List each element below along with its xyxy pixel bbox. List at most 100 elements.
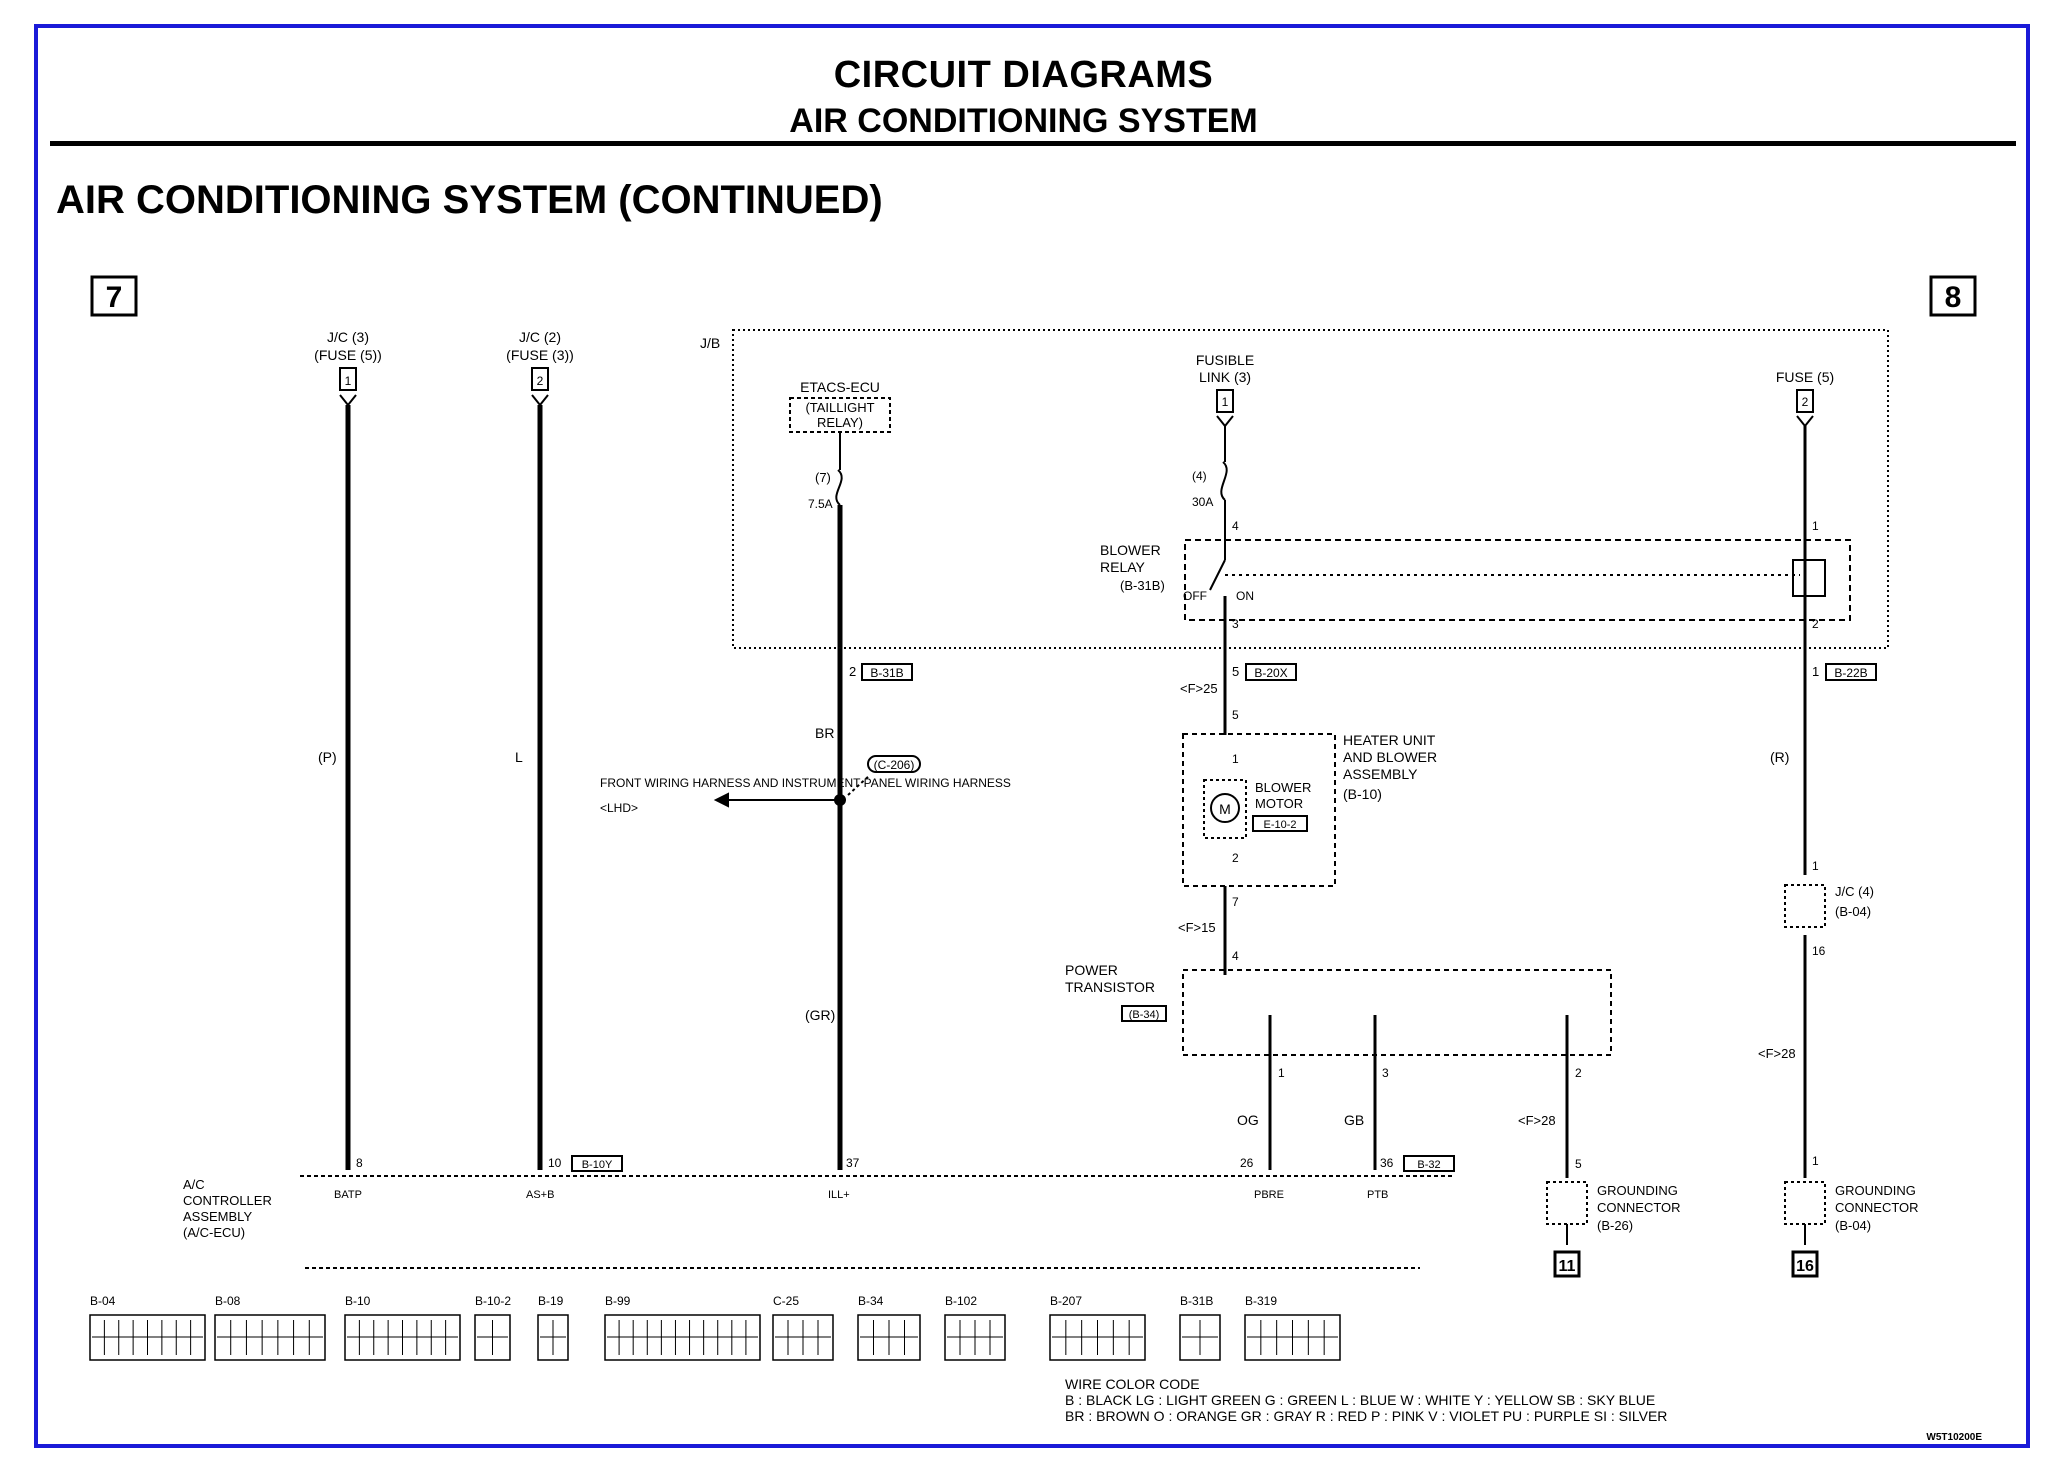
svg-text:CONTROLLER: CONTROLLER bbox=[183, 1193, 272, 1208]
svg-text:B-10Y: B-10Y bbox=[582, 1159, 613, 1171]
connector-label: B-99 bbox=[605, 1294, 631, 1308]
connector-pinout-box bbox=[537, 1314, 569, 1361]
svg-text:ASSEMBLY: ASSEMBLY bbox=[1343, 766, 1418, 782]
power-transistor: POWER TRANSISTOR (B-34) 1 3 2 OG GB <F>2… bbox=[1065, 962, 1612, 1178]
svg-text:M: M bbox=[1219, 801, 1231, 817]
svg-text:AS+B: AS+B bbox=[526, 1189, 554, 1201]
connector-label: B-207 bbox=[1050, 1294, 1082, 1308]
wire-color-code: WIRE COLOR CODE B : BLACK LG : LIGHT GRE… bbox=[1065, 1376, 1982, 1443]
svg-text:8: 8 bbox=[356, 1156, 363, 1170]
svg-text:5: 5 bbox=[1232, 664, 1239, 679]
svg-text:B-31B: B-31B bbox=[870, 666, 903, 680]
svg-text:ILL+: ILL+ bbox=[828, 1189, 850, 1201]
svg-text:POWER: POWER bbox=[1065, 962, 1118, 978]
connector-pinout-box bbox=[1244, 1314, 1341, 1361]
svg-text:2: 2 bbox=[1232, 851, 1239, 865]
svg-text:CONNECTOR: CONNECTOR bbox=[1597, 1200, 1681, 1215]
page-frame bbox=[34, 24, 2030, 1448]
svg-text:<F>25: <F>25 bbox=[1180, 681, 1218, 696]
svg-text:<F>28: <F>28 bbox=[1518, 1113, 1556, 1128]
wire-l: L bbox=[515, 749, 523, 765]
svg-text:<LHD>: <LHD> bbox=[600, 801, 638, 815]
connector-pinout-box bbox=[1049, 1314, 1146, 1361]
svg-text:A/C: A/C bbox=[183, 1177, 205, 1192]
svg-text:<F>15: <F>15 bbox=[1178, 920, 1216, 935]
svg-text:<F>28: <F>28 bbox=[1758, 1046, 1796, 1061]
svg-text:(FUSE (5)): (FUSE (5)) bbox=[314, 347, 382, 363]
section-title: AIR CONDITIONING SYSTEM (CONTINUED) bbox=[56, 178, 883, 222]
connector-label: B-102 bbox=[945, 1294, 977, 1308]
jc3-fuse: J/C (3) (FUSE (5)) 1 (P) bbox=[314, 329, 382, 1170]
svg-text:BR : BROWN O : ORANGE GR :: BR : BROWN O : ORANGE GR : GRAY R : RED … bbox=[1065, 1408, 1667, 1424]
svg-text:26: 26 bbox=[1240, 1156, 1254, 1170]
svg-text:LINK (3): LINK (3) bbox=[1199, 369, 1251, 385]
svg-text:16: 16 bbox=[1812, 944, 1826, 958]
grounding-connector-2: GROUNDING CONNECTOR (B-04) 16 bbox=[1784, 1181, 1919, 1278]
svg-text:RELAY): RELAY) bbox=[817, 415, 863, 430]
connector-pinout-box bbox=[214, 1314, 326, 1361]
svg-text:HEATER UNIT: HEATER UNIT bbox=[1343, 732, 1436, 748]
svg-text:BR: BR bbox=[815, 725, 834, 741]
svg-text:7.5A: 7.5A bbox=[808, 497, 833, 511]
svg-text:B : BLACK LG : LIGHT GREEN: B : BLACK LG : LIGHT GREEN G : GREEN L :… bbox=[1065, 1392, 1655, 1408]
connector-pinout-box bbox=[857, 1314, 921, 1361]
connector-pinout-box bbox=[344, 1314, 461, 1361]
connector-pinout-box bbox=[944, 1314, 1006, 1361]
svg-text:(B-04): (B-04) bbox=[1835, 904, 1871, 919]
svg-text:OFF: OFF bbox=[1183, 589, 1207, 603]
svg-text:8: 8 bbox=[1945, 281, 1962, 314]
svg-text:BLOWER: BLOWER bbox=[1255, 780, 1311, 795]
svg-text:PBRE: PBRE bbox=[1254, 1189, 1284, 1201]
connector-label: B-31B bbox=[1180, 1294, 1213, 1308]
connector-label: B-08 bbox=[215, 1294, 241, 1308]
svg-text:36: 36 bbox=[1380, 1156, 1394, 1170]
svg-text:ETACS-ECU: ETACS-ECU bbox=[800, 379, 880, 395]
page-ref-right[interactable]: 8 bbox=[1929, 275, 1977, 317]
svg-text:5: 5 bbox=[1575, 1157, 1582, 1171]
svg-text:TRANSISTOR: TRANSISTOR bbox=[1065, 979, 1155, 995]
jb-label: J/B bbox=[700, 335, 720, 351]
svg-text:1: 1 bbox=[1812, 664, 1819, 679]
svg-text:1: 1 bbox=[1812, 519, 1819, 533]
svg-text:2: 2 bbox=[1812, 617, 1819, 631]
jc2-fuse: J/C (2) (FUSE (3)) 2 L bbox=[506, 329, 574, 1170]
svg-text:(A/C-ECU): (A/C-ECU) bbox=[183, 1225, 245, 1240]
svg-text:(C-206): (C-206) bbox=[874, 758, 915, 772]
svg-text:BLOWER: BLOWER bbox=[1100, 542, 1161, 558]
header-title: CIRCUIT DIAGRAMS bbox=[833, 54, 1214, 96]
connector-label: B-10 bbox=[345, 1294, 371, 1308]
jb-box bbox=[732, 329, 1889, 649]
svg-text:(R): (R) bbox=[1770, 749, 1789, 765]
svg-text:J/C (3): J/C (3) bbox=[327, 329, 369, 345]
svg-text:AND BLOWER: AND BLOWER bbox=[1343, 749, 1437, 765]
svg-text:(B-10): (B-10) bbox=[1343, 786, 1382, 802]
svg-text:J/C (2): J/C (2) bbox=[519, 329, 561, 345]
svg-text:WIRE COLOR CODE: WIRE COLOR CODE bbox=[1065, 1376, 1200, 1392]
svg-text:2: 2 bbox=[1575, 1066, 1582, 1080]
svg-text:B-32: B-32 bbox=[1417, 1159, 1440, 1171]
connector-label: B-19 bbox=[538, 1294, 564, 1308]
svg-text:(B-26): (B-26) bbox=[1597, 1218, 1633, 1233]
blower-relay: BLOWER RELAY (B-31B) OFF ON 3 1 2 bbox=[1100, 519, 1851, 650]
svg-text:RELAY: RELAY bbox=[1100, 559, 1146, 575]
connector-pinout-box bbox=[604, 1314, 761, 1361]
svg-text:(B-04): (B-04) bbox=[1835, 1218, 1871, 1233]
svg-text:1: 1 bbox=[1222, 395, 1229, 409]
fusible-link-branch: FUSIBLE LINK (3) 1 (4) 30A 4 bbox=[1192, 352, 1254, 545]
svg-text:OG: OG bbox=[1237, 1112, 1259, 1128]
etacs-branch: ETACS-ECU (TAILLIGHT RELAY) (7) 7.5A 2 B… bbox=[600, 379, 1011, 1170]
svg-text:GROUNDING: GROUNDING bbox=[1597, 1183, 1678, 1198]
page-ref-left[interactable]: 7 bbox=[90, 275, 138, 317]
wire-p: (P) bbox=[318, 749, 337, 765]
svg-text:ON: ON bbox=[1236, 589, 1254, 603]
svg-text:FRONT WIRING HARNESS AND INSTR: FRONT WIRING HARNESS AND INSTRUMENT PANE… bbox=[600, 776, 1011, 790]
svg-text:1: 1 bbox=[1278, 1066, 1285, 1080]
svg-text:10: 10 bbox=[548, 1156, 562, 1170]
svg-text:(B-31B): (B-31B) bbox=[1120, 578, 1165, 593]
svg-text:5: 5 bbox=[1232, 708, 1239, 722]
svg-text:2: 2 bbox=[537, 374, 544, 388]
connector-label: B-319 bbox=[1245, 1294, 1277, 1308]
svg-text:30A: 30A bbox=[1192, 495, 1213, 509]
svg-text:4: 4 bbox=[1232, 949, 1239, 963]
grounding-connector-1: 5 GROUNDING CONNECTOR (B-26) 11 bbox=[1546, 1157, 1681, 1278]
